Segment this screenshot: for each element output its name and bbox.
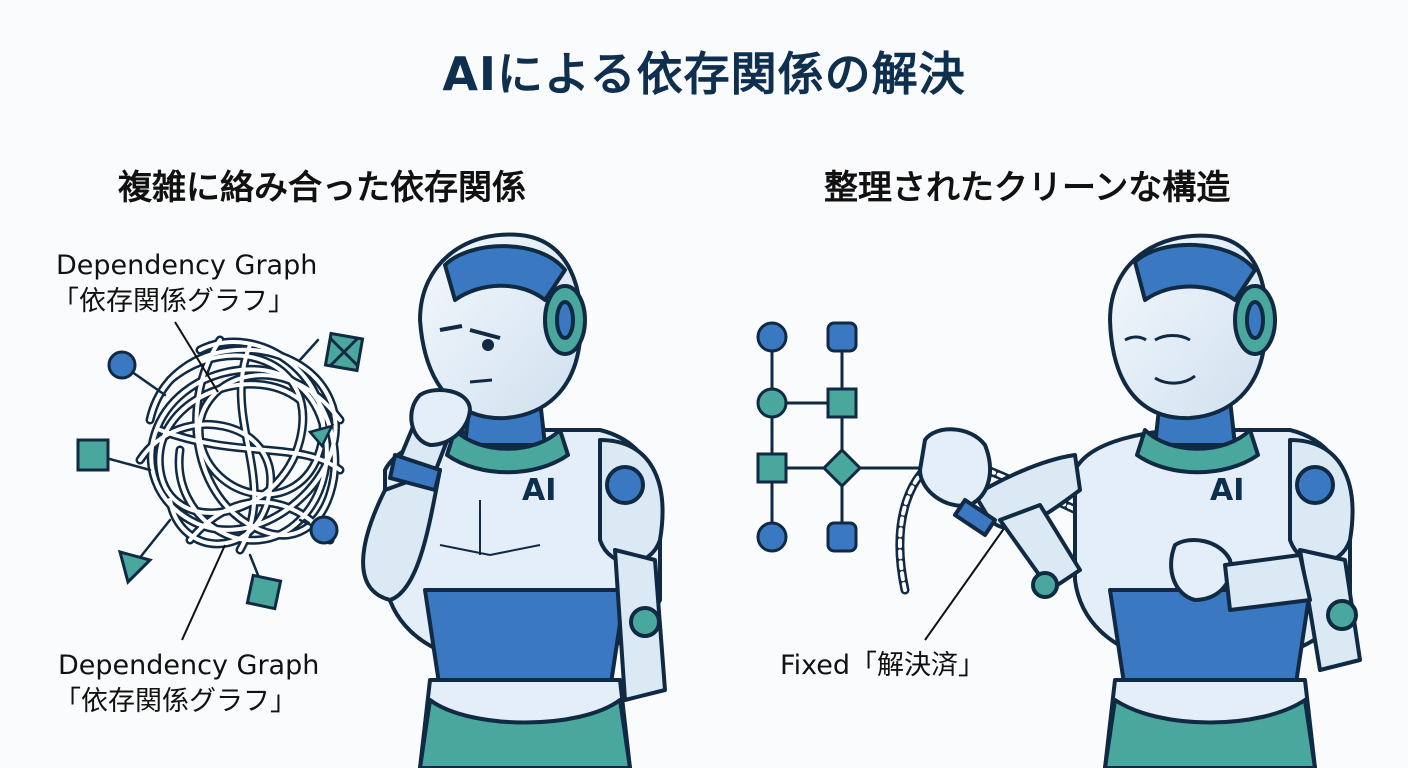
label-dependency-graph-top: Dependency Graph 「依存関係グラフ」 bbox=[52, 248, 318, 320]
node-crossed-square-icon bbox=[323, 331, 365, 373]
robot-content bbox=[918, 233, 1362, 768]
node-triangle-icon bbox=[117, 549, 153, 585]
label-line2: 「依存関係グラフ」 bbox=[52, 286, 295, 317]
node-square-icon bbox=[76, 438, 110, 472]
robot-left-chest-label: AI bbox=[522, 473, 556, 508]
robot-right-chest-label: AI bbox=[1210, 473, 1244, 508]
robot-thinking bbox=[361, 232, 667, 768]
callout-line-bottom bbox=[181, 544, 226, 641]
page-title: AIによる依存関係の解決 bbox=[442, 47, 966, 101]
arrow-head-icon bbox=[307, 424, 335, 449]
clean-graph bbox=[756, 321, 920, 553]
label-line1: Dependency Graph bbox=[56, 250, 318, 281]
right-heading: 整理されたクリーンな構造 bbox=[824, 168, 1231, 208]
node-circle-icon bbox=[309, 515, 339, 545]
callout-line-fixed bbox=[924, 519, 1011, 641]
tangled-graph bbox=[93, 335, 345, 587]
left-heading: 複雑に絡み合った依存関係 bbox=[118, 168, 526, 208]
node-circle-icon bbox=[107, 350, 137, 380]
callout-line-top bbox=[174, 321, 219, 393]
label-line2: 「依存関係グラフ」 bbox=[54, 686, 297, 717]
label-dependency-graph-bottom: Dependency Graph 「依存関係グラフ」 bbox=[54, 648, 320, 720]
node-square-icon bbox=[245, 573, 283, 611]
label-line1: Dependency Graph bbox=[58, 650, 320, 681]
label-fixed: Fixed「解決済」 bbox=[780, 650, 985, 681]
